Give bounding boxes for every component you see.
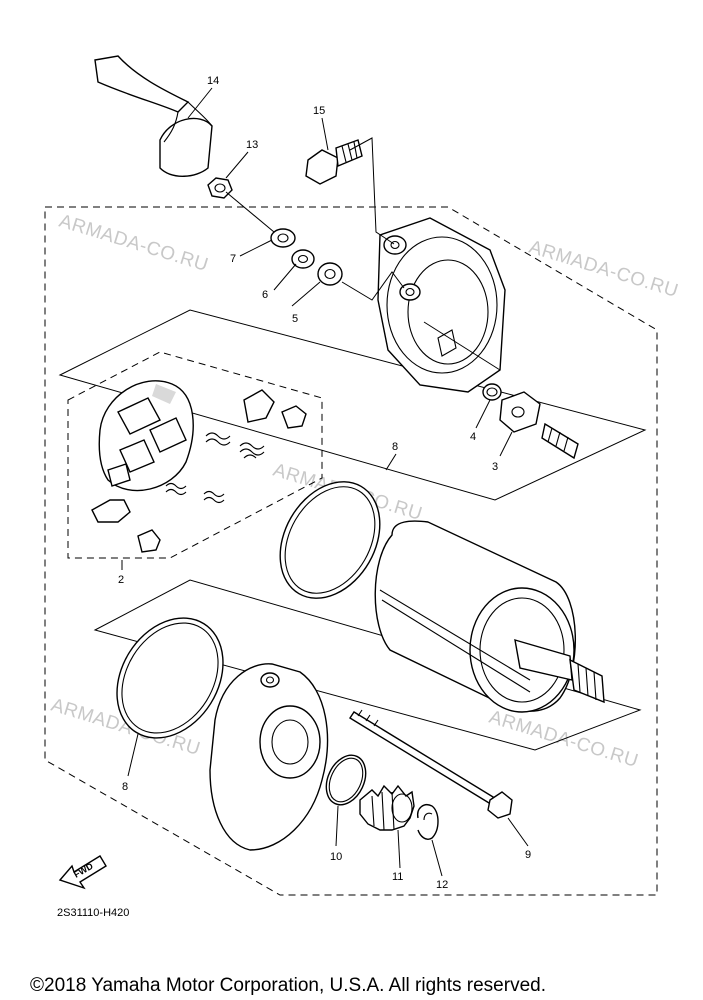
callout-2: 2 xyxy=(118,574,124,586)
callout-4: 4 xyxy=(470,431,476,443)
callout-14: 14 xyxy=(207,75,219,87)
watermark-1: ARMADA-CO.RU xyxy=(57,211,211,276)
brush-holder-2 xyxy=(91,380,307,553)
washer-5 xyxy=(317,262,343,286)
diagram-code: 2S31110-H420 xyxy=(57,907,129,919)
circlip-12 xyxy=(417,804,439,840)
washer-6 xyxy=(291,249,315,269)
callout-15: 15 xyxy=(313,105,325,117)
callout-8-lower: 8 xyxy=(122,781,128,793)
callout-8-upper: 8 xyxy=(392,441,398,453)
nut-13 xyxy=(207,177,233,199)
callout-11: 11 xyxy=(392,871,403,883)
callouts: 14 15 13 7 6 5 4 3 8 2 8 10 11 12 9 xyxy=(118,75,531,891)
o-ring-8-upper xyxy=(279,481,381,599)
watermark-2: ARMADA-CO.RU xyxy=(527,237,681,302)
callout-10: 10 xyxy=(330,851,342,863)
terminal-bolt-3 xyxy=(499,391,579,460)
lead-wire xyxy=(94,55,213,177)
frame-rear-cover xyxy=(58,309,647,501)
o-ring-4 xyxy=(482,383,502,401)
callout-9: 9 xyxy=(525,849,531,861)
front-cover xyxy=(209,663,329,851)
o-ring-10 xyxy=(325,754,367,806)
rear-cover xyxy=(377,217,506,393)
leader-lines xyxy=(121,87,529,877)
callout-12: 12 xyxy=(436,879,448,891)
yoke-armature xyxy=(374,520,605,713)
callout-5: 5 xyxy=(292,313,298,325)
callout-7: 7 xyxy=(230,253,236,265)
assembly-boundary xyxy=(44,206,658,896)
frame-brush-holder xyxy=(67,351,323,559)
o-ring-8-lower xyxy=(116,617,224,739)
gear-11 xyxy=(359,784,415,831)
copyright-notice: ©2018 Yamaha Motor Corporation, U.S.A. A… xyxy=(30,975,546,996)
through-bolt-9 xyxy=(349,709,513,819)
nut-7 xyxy=(270,228,296,248)
callout-3: 3 xyxy=(492,461,498,473)
callout-6: 6 xyxy=(262,289,268,301)
fwd-arrow-icon: FWD xyxy=(58,855,107,890)
frame-yoke xyxy=(93,579,642,751)
callout-13: 13 xyxy=(246,139,258,151)
bolt-15 xyxy=(305,139,363,185)
